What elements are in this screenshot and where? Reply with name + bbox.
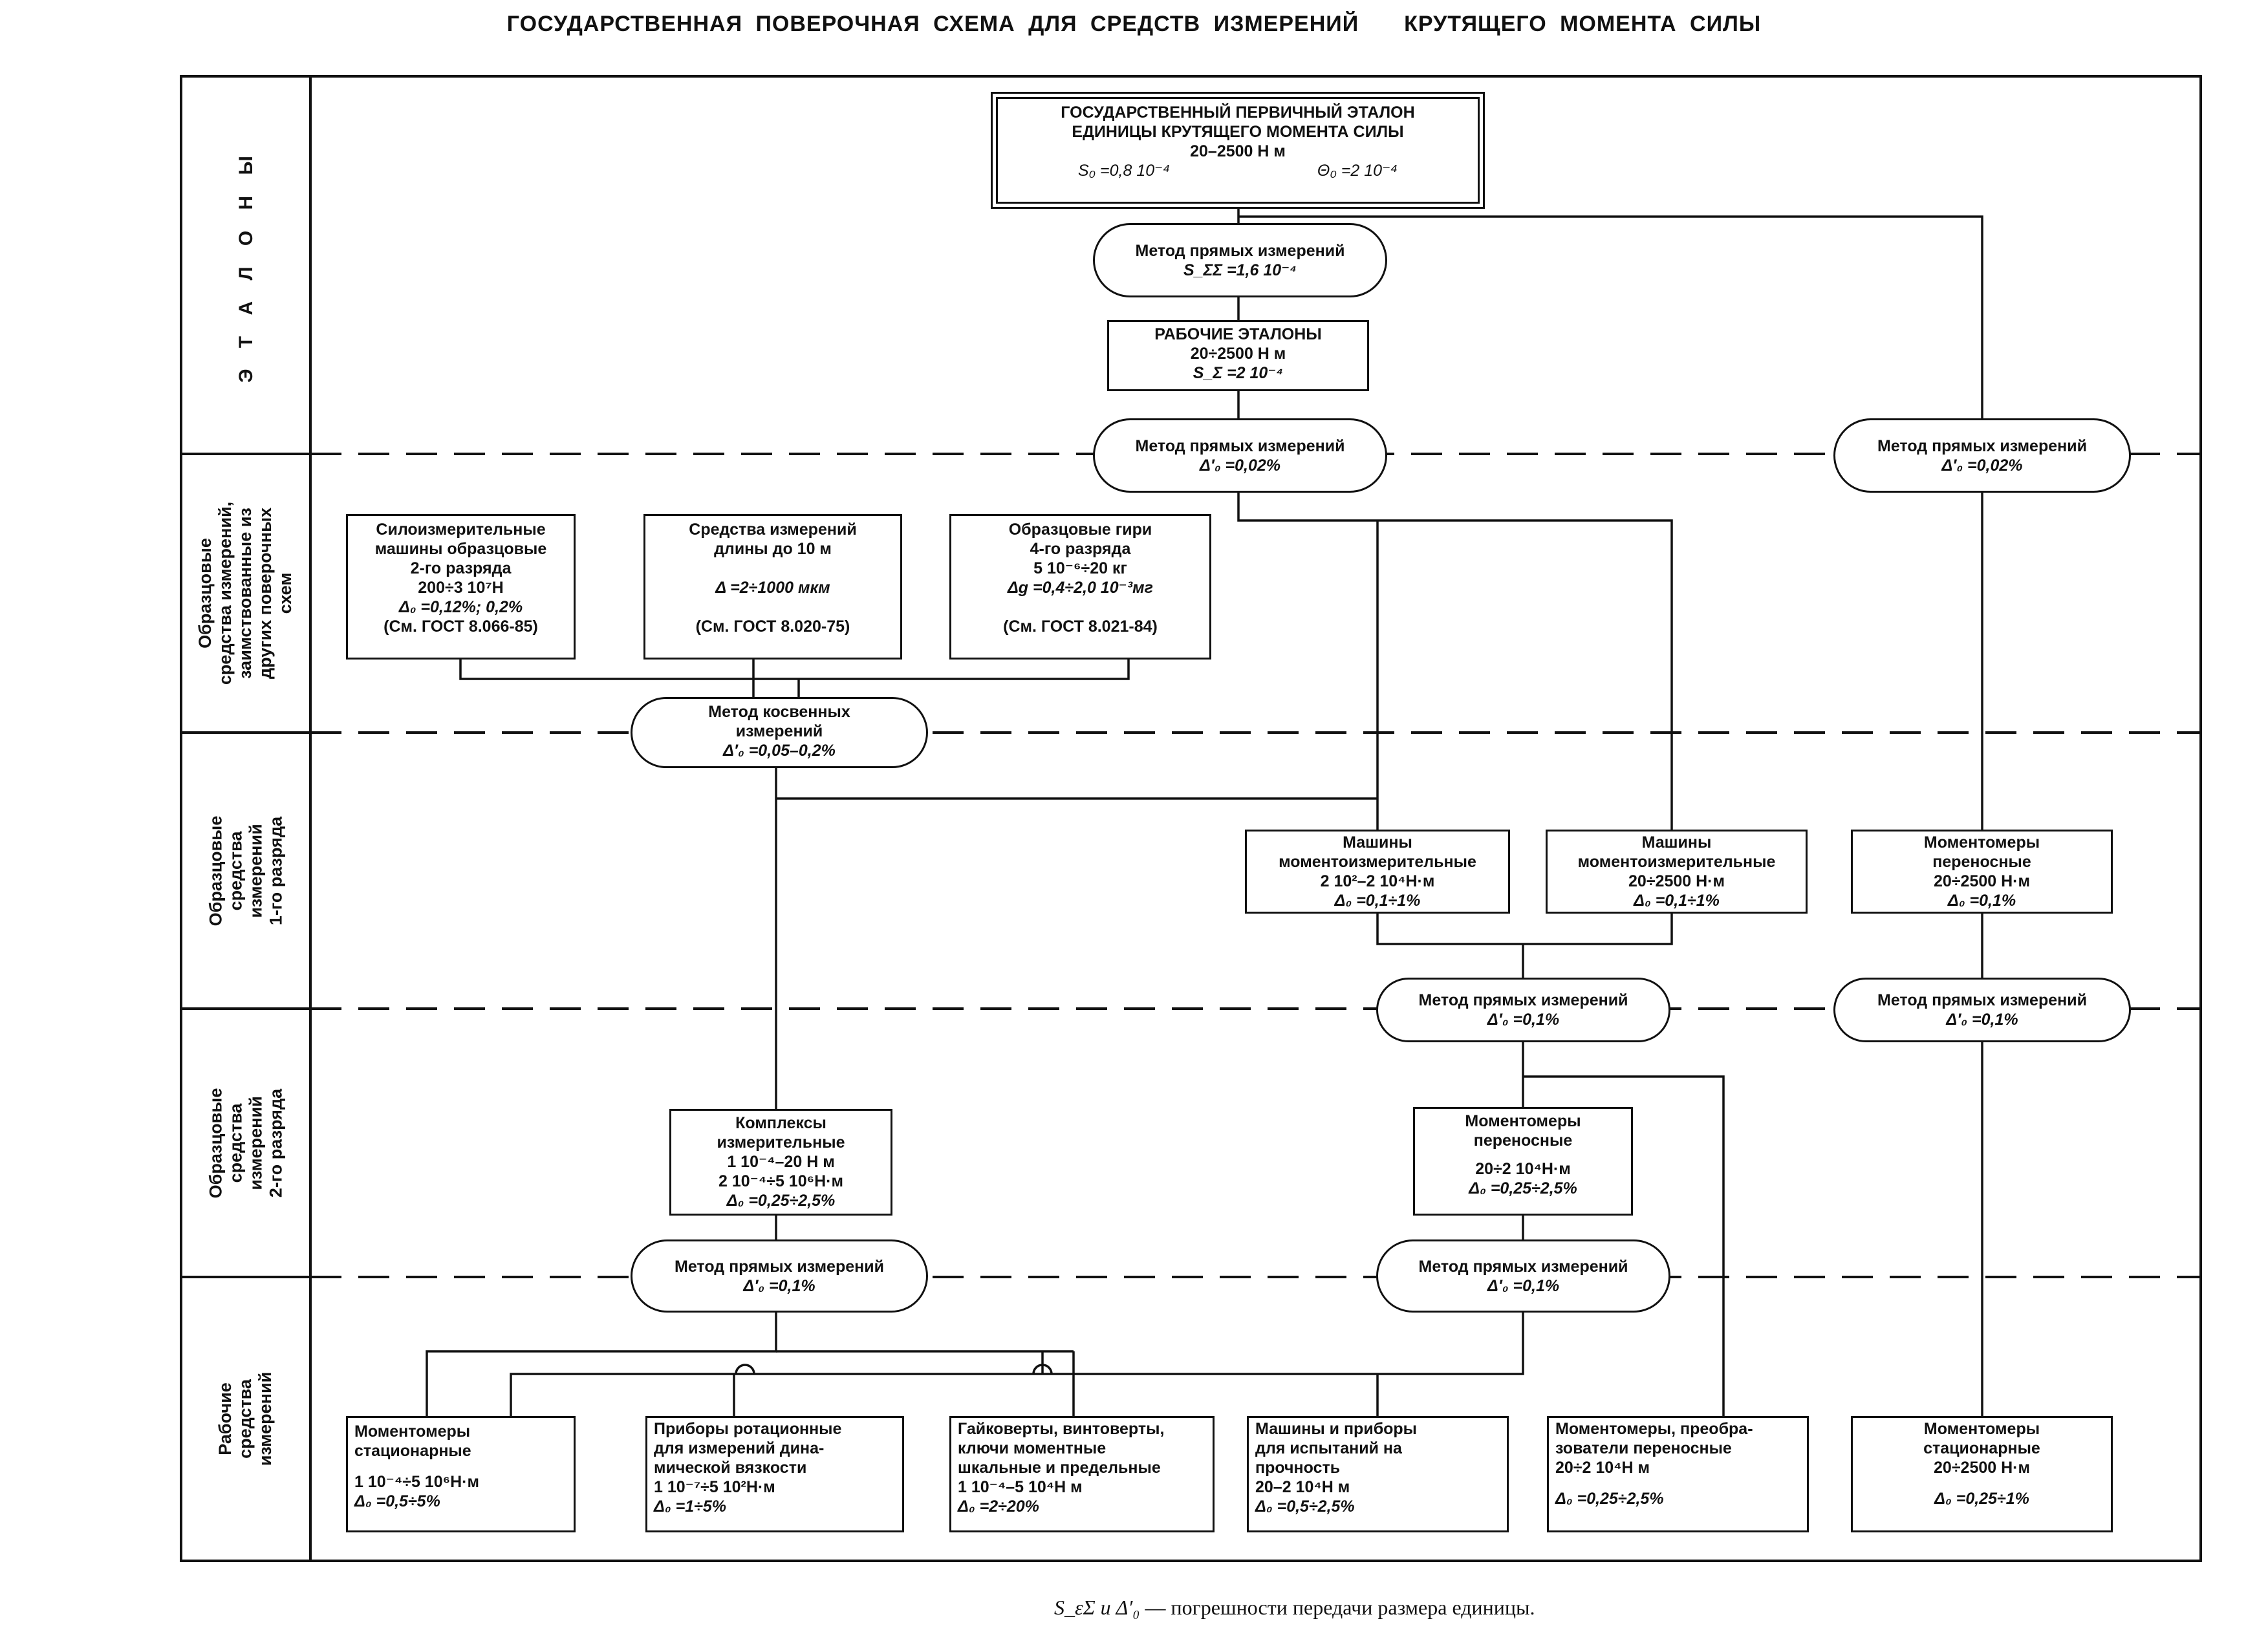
second-grade-box-complexes: Комплексы измерительные 1 10⁻⁴–20 Н м 2 … xyxy=(669,1109,892,1216)
method-label: Метод прямых измерений xyxy=(1877,436,2087,455)
band-label-second-grade: Образцовые средства измерений 2-го разря… xyxy=(205,1088,285,1198)
first-grade-box-machines-2: Машины моментоизмерительные 20÷2500 Н·м … xyxy=(1546,830,1808,914)
connectors xyxy=(426,207,1983,1416)
method-direct-002-center: Метод прямых измерений Δ′₀ =0,02% xyxy=(1093,418,1387,493)
method-direct-01-left-low: Метод прямых измерений Δ′₀ =0,1% xyxy=(631,1239,928,1313)
band-label-working: Рабочие средства измерений xyxy=(215,1371,275,1466)
footnote-symbols: S_εΣ и Δ′₀ xyxy=(1054,1596,1140,1619)
working-box-wrenches: Гайковерты, винтоверты, ключи моментные … xyxy=(949,1416,1215,1532)
method-label: Метод прямых измерений xyxy=(675,1257,884,1276)
working-box-stationary-meters-2: Моментомеры стационарные 20÷2500 Н·м Δ₀ … xyxy=(1851,1416,2113,1532)
method-direct-01-center: Метод прямых измерений Δ′₀ =0,1% xyxy=(1376,978,1670,1042)
title-part-1: ГОСУДАРСТВЕННАЯ ПОВЕРОЧНАЯ СХЕМА ДЛЯ СРЕ… xyxy=(506,12,1359,36)
method-value: Δ′₀ =0,1% xyxy=(1487,1276,1560,1295)
band-dashed-separators xyxy=(310,453,2201,1278)
primary-etalon-box: ГОСУДАРСТВЕННЫЙ ПЕРВИЧНЫЙ ЭТАЛОН ЕДИНИЦЫ… xyxy=(991,92,1485,209)
footnote: S_εΣ и Δ′₀ — погрешности передачи размер… xyxy=(1054,1596,1535,1620)
borrowed-box-weights: Образцовые гири 4-го разряда 5 10⁻⁶÷20 к… xyxy=(949,514,1211,660)
method-value: Δ′₀ =0,1% xyxy=(1487,1011,1560,1029)
working-etalons-s: S_Σ =2 10⁻⁴ xyxy=(1193,364,1284,382)
method-value: Δ′₀ =0,1% xyxy=(1946,1011,2018,1029)
method-direct-002-right: Метод прямых измерений Δ′₀ =0,02% xyxy=(1833,418,2131,493)
primary-etalon-s0: S₀ =0,8 10⁻⁴ xyxy=(1077,162,1171,180)
method-value: Δ′₀ =0,02% xyxy=(1941,456,2023,475)
first-grade-box-moment-meters: Моментомеры переносные 20÷2500 Н·м Δ₀ =0… xyxy=(1851,830,2113,914)
method-value: S_ΣΣ =1,6 10⁻⁴ xyxy=(1183,261,1297,279)
working-box-rotational-viscometers: Приборы ротационные для измерений дина- … xyxy=(645,1416,904,1532)
second-grade-box-moment-meters: Моментомеры переносные 20÷2 10⁴Н·м Δ₀ =0… xyxy=(1413,1107,1633,1216)
method-label: Метод прямых измерений xyxy=(1877,991,2087,1009)
method-direct-01-right: Метод прямых измерений Δ′₀ =0,1% xyxy=(1833,978,2131,1042)
method-label-2: измерений xyxy=(735,722,823,740)
method-label: Метод прямых измерений xyxy=(1418,991,1628,1009)
method-value: Δ′₀ =0,02% xyxy=(1199,456,1281,475)
primary-etalon-range: 20–2500 Н м xyxy=(1190,142,1286,160)
method-label: Метод прямых измерений xyxy=(1135,241,1345,260)
method-value: Δ′₀ =0,1% xyxy=(743,1276,815,1295)
band-label-etalony: Э Т А Л О Н Ы xyxy=(235,147,257,383)
method-label: Метод прямых измерений xyxy=(1135,436,1345,455)
method-label: Метод прямых измерений xyxy=(1418,1257,1628,1276)
method-direct-01-center-low: Метод прямых измерений Δ′₀ =0,1% xyxy=(1376,1239,1670,1313)
outer-frame xyxy=(180,75,2202,1562)
page-title: ГОСУДАРСТВЕННАЯ ПОВЕРОЧНАЯ СХЕМА ДЛЯ СРЕ… xyxy=(0,12,2268,37)
working-box-strength-machines: Машины и приборы для испытаний на прочно… xyxy=(1247,1416,1509,1532)
primary-etalon-theta0: Θ₀ =2 10⁻⁴ xyxy=(1317,162,1398,180)
primary-etalon-line2: ЕДИНИЦЫ КРУТЯЩЕГО МОМЕНТА СИЛЫ xyxy=(1072,123,1404,141)
band-separators xyxy=(181,453,310,1278)
borrowed-box-length: Средства измерений длины до 10 м Δ =2÷10… xyxy=(643,514,902,660)
working-box-stationary-meters: Моментомеры стационарные 1 10⁻⁴÷5 10⁶Н·м… xyxy=(346,1416,576,1532)
method-direct-top: Метод прямых измерений S_ΣΣ =1,6 10⁻⁴ xyxy=(1093,223,1387,297)
title-part-2: КРУТЯЩЕГО МОМЕНТА СИЛЫ xyxy=(1404,12,1762,36)
borrowed-box-force-machines: Силоизмерительные машины образцовые 2-го… xyxy=(346,514,576,660)
working-etalons-title: РАБОЧИЕ ЭТАЛОНЫ xyxy=(1154,325,1322,343)
method-value: Δ′₀ =0,05–0,2% xyxy=(723,742,836,760)
primary-etalon-line1: ГОСУДАРСТВЕННЫЙ ПЕРВИЧНЫЙ ЭТАЛОН xyxy=(1061,103,1415,122)
line-bridges xyxy=(735,1351,1053,1375)
method-indirect: Метод косвенных измерений Δ′₀ =0,05–0,2% xyxy=(631,697,928,768)
working-box-portable-converters: Моментомеры, преобра- зователи переносны… xyxy=(1547,1416,1809,1532)
working-etalons-range: 20÷2500 Н м xyxy=(1190,345,1286,363)
band-label-first-grade: Образцовые средства измерений 1-го разря… xyxy=(205,815,285,926)
working-etalons-box: РАБОЧИЕ ЭТАЛОНЫ 20÷2500 Н м S_Σ =2 10⁻⁴ xyxy=(1107,320,1369,391)
footnote-text: — погрешности передачи размера единицы. xyxy=(1145,1596,1535,1619)
first-grade-box-machines-1: Машины моментоизмерительные 2 10²–2 10⁴Н… xyxy=(1245,830,1510,914)
method-label: Метод косвенных xyxy=(708,703,850,721)
band-label-borrowed: Образцовые средства измерений, заимствов… xyxy=(195,501,296,685)
